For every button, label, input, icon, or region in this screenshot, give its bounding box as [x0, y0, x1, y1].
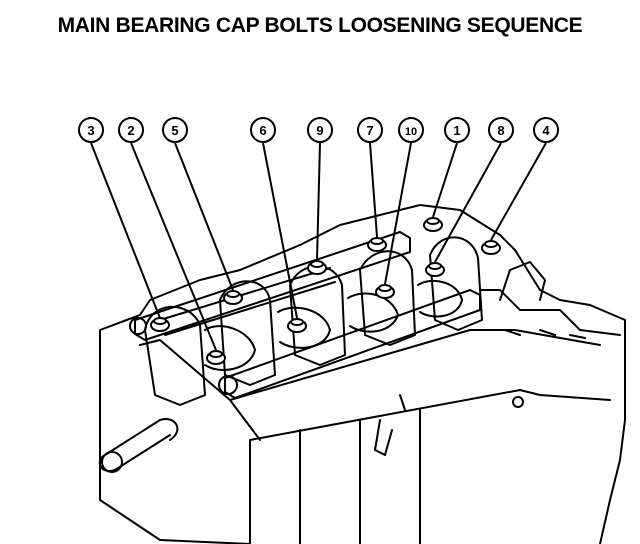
block-top-rail [139, 329, 601, 441]
callout-circle-4 [533, 117, 559, 143]
crank-throw-1 [204, 325, 256, 371]
bolt-3 [150, 317, 170, 332]
side-flange [479, 289, 621, 339]
engine-block-outline [99, 204, 626, 544]
callout-circle-9 [307, 117, 333, 143]
bolt-1 [423, 217, 443, 232]
callout-label-7: 7 [366, 123, 373, 138]
front-rail [224, 289, 481, 399]
side-bolt-hole [512, 396, 524, 408]
bolt-4 [481, 240, 501, 255]
main-cap-3 [289, 265, 346, 366]
callout-label-6: 6 [259, 123, 266, 138]
bolt-7 [367, 237, 387, 252]
bolt-2 [206, 350, 226, 365]
crank-snout-end [101, 451, 123, 473]
side-bracket [499, 261, 546, 301]
oil-passage [374, 394, 406, 456]
leader-10 [384, 142, 412, 285]
callout-label-10: 10 [405, 126, 417, 138]
leader-4 [490, 142, 547, 241]
rail-end-rear [129, 317, 147, 335]
bolt-5 [223, 290, 243, 305]
bolt-8 [425, 262, 445, 277]
callout-label-1: 1 [453, 123, 460, 138]
main-cap-4 [359, 250, 416, 346]
rail-end-front [218, 375, 238, 395]
crank-throw-3 [347, 292, 399, 333]
leader-1 [432, 142, 458, 218]
leader-6 [262, 142, 298, 319]
leader-9 [316, 142, 321, 261]
callout-circle-10 [398, 117, 424, 143]
bolt-6 [287, 318, 307, 333]
crank-throw-4 [417, 280, 463, 318]
callout-circle-8 [488, 117, 514, 143]
callout-label-5: 5 [171, 123, 178, 138]
crank-snout [98, 418, 179, 472]
upper-rail [159, 267, 336, 336]
callout-label-2: 2 [127, 123, 134, 138]
callout-label-3: 3 [87, 123, 94, 138]
bolt-9 [307, 260, 327, 275]
main-cap-1 [144, 305, 206, 406]
callout-circle-1 [444, 117, 470, 143]
callout-circle-7 [357, 117, 383, 143]
leader-8 [434, 142, 502, 263]
callout-label-4: 4 [542, 123, 550, 138]
page-title: MAIN BEARING CAP BOLTS LOOSENING SEQUENC… [57, 14, 583, 37]
callout-circle-5 [162, 117, 188, 143]
callout-label-8: 8 [497, 123, 504, 138]
lower-deck [249, 389, 611, 544]
callout-circle-6 [250, 117, 276, 143]
leader-5 [174, 142, 234, 291]
leader-7 [369, 142, 378, 238]
callout-label-9: 9 [316, 123, 323, 138]
callout-circle-3 [78, 117, 104, 143]
bolt-10 [375, 284, 395, 299]
leader-3 [90, 142, 161, 319]
main-cap-5 [429, 236, 483, 331]
callout-circle-2 [118, 117, 144, 143]
leader-2 [130, 142, 217, 351]
